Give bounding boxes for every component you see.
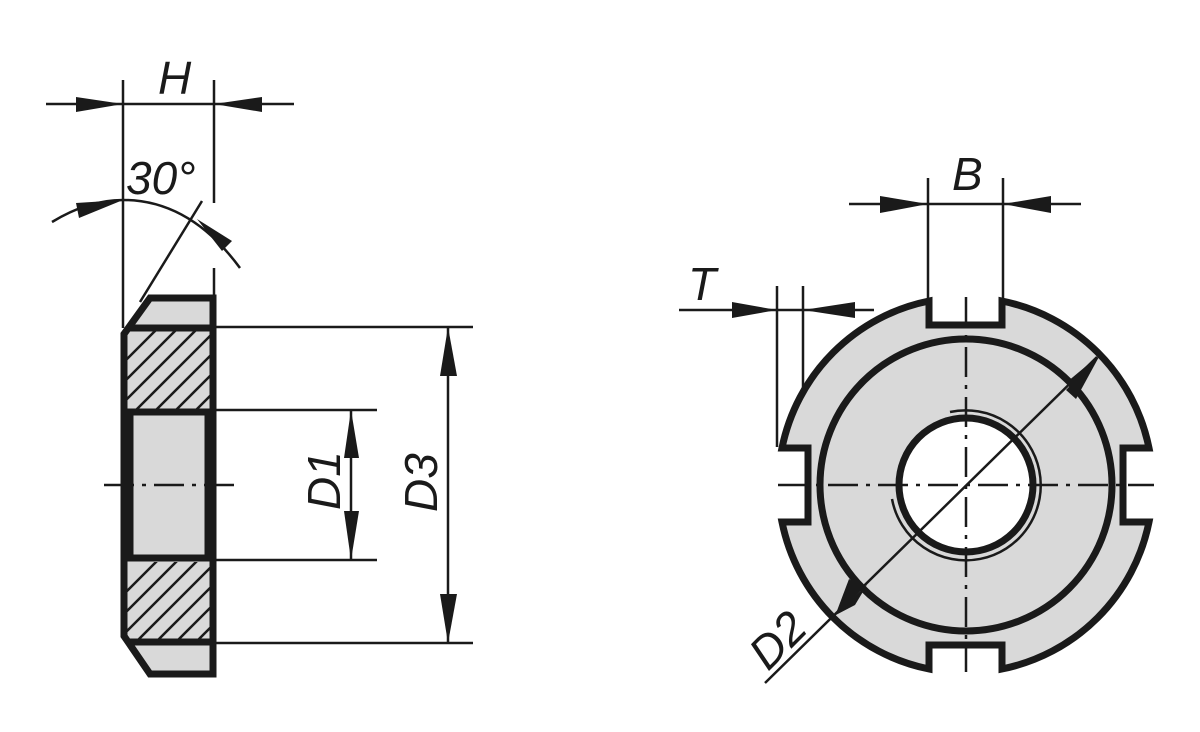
side-section-view: H 30° D1 D3 (46, 52, 473, 678)
label-d2: D2 (738, 601, 816, 679)
label-b: B (952, 148, 983, 200)
thread-arc (890, 409, 1042, 562)
dimension-angle: 30° (51, 152, 242, 303)
label-d1: D1 (298, 451, 350, 510)
dimension-d1: D1 (213, 408, 377, 562)
hatching-bottom (126, 562, 212, 642)
front-view: D2 B T (679, 148, 1154, 684)
label-h: H (158, 52, 192, 104)
label-angle: 30° (126, 152, 196, 204)
dimension-b: B (849, 148, 1081, 300)
label-t: T (688, 258, 719, 310)
dimension-t: T (679, 258, 874, 447)
dimension-d3: D3 (213, 325, 473, 645)
dimension-h: H (46, 52, 294, 328)
label-d3: D3 (395, 453, 447, 512)
hatching-top (126, 330, 212, 410)
